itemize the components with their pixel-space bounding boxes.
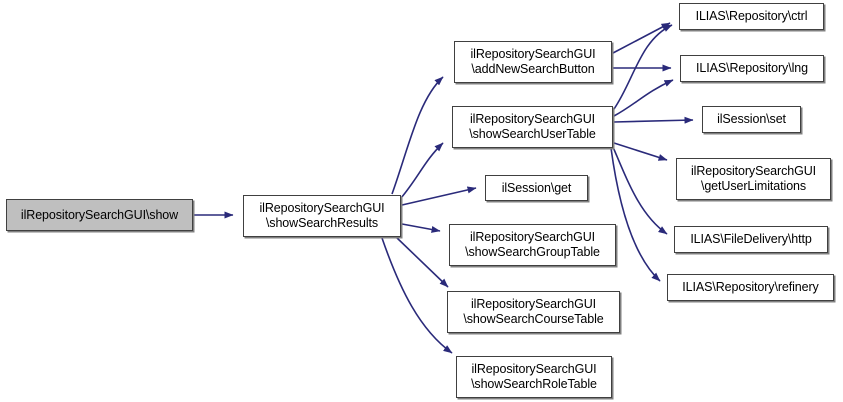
node-label-line: ILIAS\FileDelivery\http — [690, 232, 812, 246]
node-ilrepositorysearchgui-showsearchusertable[interactable]: ilRepositorySearchGUI \showSearchUserTab… — [452, 106, 613, 148]
node-label-line: \showSearchGroupTable — [465, 245, 600, 259]
node-label-line: ilRepositorySearchGUI\show — [20, 207, 179, 222]
edge-showsearchresults-to-addnewsearchbutton — [391, 76, 444, 195]
node-label-line: ilRepositorySearchGUI — [471, 362, 597, 376]
edge-addnewsearchbutton-to-ctrl — [612, 22, 671, 54]
node-label-line: ilRepositorySearchGUI — [469, 112, 596, 126]
node-label-line: ilRepositorySearchGUI — [470, 297, 597, 311]
node-ilrepositorysearchgui-showsearchcoursetable[interactable]: ilRepositorySearchGUI \showSearchCourseT… — [447, 291, 620, 333]
node-ilrepositorysearchgui-showsearchresults[interactable]: ilRepositorySearchGUI \showSearchResults — [243, 195, 401, 237]
node-ilias-repository-ctrl[interactable]: ILIAS\Repository\ctrl — [679, 3, 824, 30]
node-ilrepositorysearchgui-getuserlimitations[interactable]: ilRepositorySearchGUI \getUserLimitation… — [676, 158, 831, 200]
node-ilias-filedelivery-http[interactable]: ILIAS\FileDelivery\http — [674, 226, 828, 253]
edge-showsearchusertable-to-getuserlimitations — [613, 142, 668, 161]
edge-showsearchresults-to-showsearchroletable — [381, 237, 453, 354]
node-label-line: ILIAS\Repository\ctrl — [695, 9, 808, 23]
node-ilsession-get[interactable]: ilSession\get — [485, 175, 588, 201]
node-label-line: \addNewSearchButton — [471, 62, 595, 76]
node-label-line: ilSession\get — [501, 180, 572, 195]
node-label-line: ilSession\set — [717, 112, 786, 126]
node-label-line: ILIAS\Repository\lng — [696, 61, 808, 75]
node-label-line: \showSearchCourseTable — [463, 312, 604, 326]
node-ilrepositorysearchgui-showsearchgrouptable[interactable]: ilRepositorySearchGUI \showSearchGroupTa… — [449, 224, 616, 266]
node-ilrepositorysearchgui-addnewsearchbutton[interactable]: ilRepositorySearchGUI \addNewSearchButto… — [454, 41, 612, 83]
node-label-line: ilRepositorySearchGUI — [469, 230, 596, 244]
node-label-line: ilRepositorySearchGUI — [259, 201, 385, 215]
edge-showsearchresults-to-showsearchgrouptable — [401, 223, 441, 233]
edge-showsearchresults-to-isessionget — [401, 186, 477, 206]
node-ilias-repository-lng[interactable]: ILIAS\Repository\lng — [680, 55, 824, 82]
edge-showsearchusertable-to-isessionset — [613, 116, 694, 124]
node-label-line: ilRepositorySearchGUI — [470, 47, 596, 61]
node-ilrepositorysearchgui-show[interactable]: ilRepositorySearchGUI\show — [6, 199, 193, 231]
node-label-line: \showSearchResults — [265, 216, 379, 230]
node-label-line: \showSearchRoleTable — [471, 377, 597, 391]
edge-showsearchresults-to-showsearchcoursetable — [395, 236, 449, 288]
node-ilias-repository-refinery[interactable]: ILIAS\Repository\refinery — [667, 274, 834, 301]
edge-showsearchusertable-to-http — [612, 146, 668, 235]
node-label-line: \showSearchUserTable — [469, 127, 596, 141]
node-label-line: ILIAS\Repository\refinery — [682, 280, 819, 294]
node-label-line: ilRepositorySearchGUI — [690, 164, 817, 178]
edge-showsearchusertable-to-lng — [613, 79, 674, 117]
edge-showsearchusertable-to-ctrl — [613, 24, 673, 110]
node-label-line: \getUserLimitations — [700, 179, 807, 193]
edge-showsearchusertable-to-refinery — [610, 147, 661, 282]
node-ilsession-set[interactable]: ilSession\set — [702, 106, 801, 133]
node-ilrepositorysearchgui-showsearchroletable[interactable]: ilRepositorySearchGUI \showSearchRoleTab… — [456, 356, 612, 398]
edge-showsearchresults-to-showsearchusertable — [400, 142, 444, 199]
